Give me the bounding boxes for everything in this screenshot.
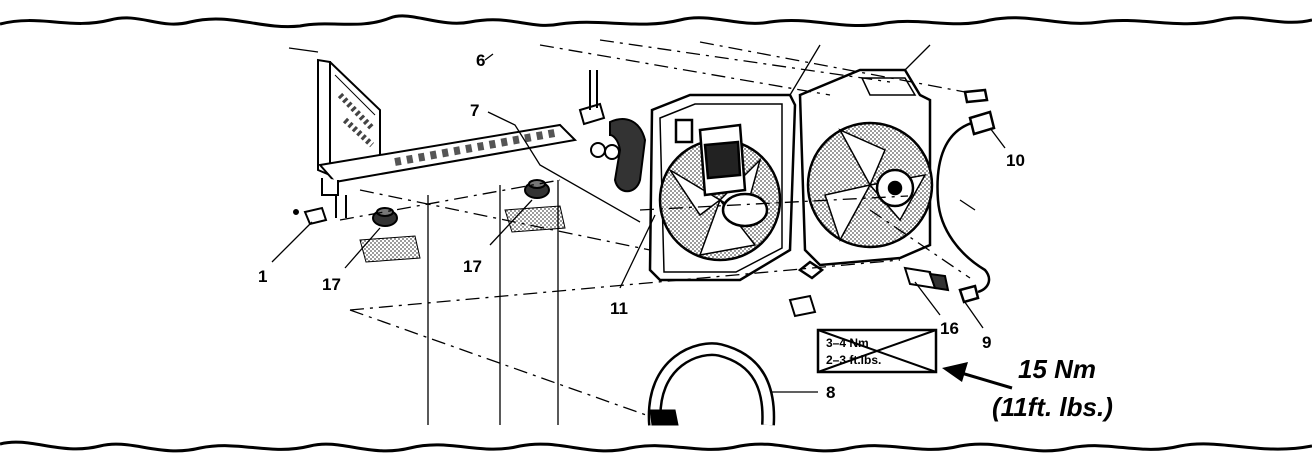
fan-shroud-left bbox=[648, 93, 797, 282]
callout-6: 6 bbox=[476, 51, 485, 70]
callout-8: 8 bbox=[826, 383, 835, 402]
torque-nm: 15 Nm bbox=[1018, 354, 1096, 384]
upper-hose bbox=[578, 70, 647, 193]
overflow-hose bbox=[647, 342, 776, 426]
mount-bolt bbox=[788, 294, 817, 318]
fan-wiring-harness bbox=[936, 88, 996, 304]
mount-cushion-left bbox=[359, 207, 421, 263]
crossed-torque-spec: 3–4 Nm 2–3 ft.lbs. bbox=[816, 328, 938, 374]
crossed-spec-line1: 3–4 Nm bbox=[826, 336, 869, 350]
callout-17-right: 17 bbox=[463, 257, 482, 276]
torque-arrow-head bbox=[942, 362, 968, 382]
fan-shroud-right bbox=[797, 68, 934, 280]
callout-7: 7 bbox=[470, 101, 479, 120]
reference-lines bbox=[271, 39, 1006, 425]
callout-10: 10 bbox=[1006, 151, 1025, 170]
callout-17-left: 17 bbox=[322, 275, 341, 294]
radiator bbox=[317, 58, 578, 218]
drain-plug bbox=[293, 206, 328, 226]
torque-ftlbs: (11ft. lbs.) bbox=[992, 392, 1113, 422]
torque-arrow bbox=[957, 370, 1013, 390]
callout-11: 11 bbox=[610, 299, 628, 318]
callout-1: 1 bbox=[258, 267, 267, 286]
bottom-break-line bbox=[0, 440, 1312, 453]
thermo-switch bbox=[903, 266, 950, 292]
top-break-line bbox=[0, 14, 1312, 29]
callout-16: 16 bbox=[940, 319, 959, 338]
callout-9: 9 bbox=[982, 333, 991, 352]
